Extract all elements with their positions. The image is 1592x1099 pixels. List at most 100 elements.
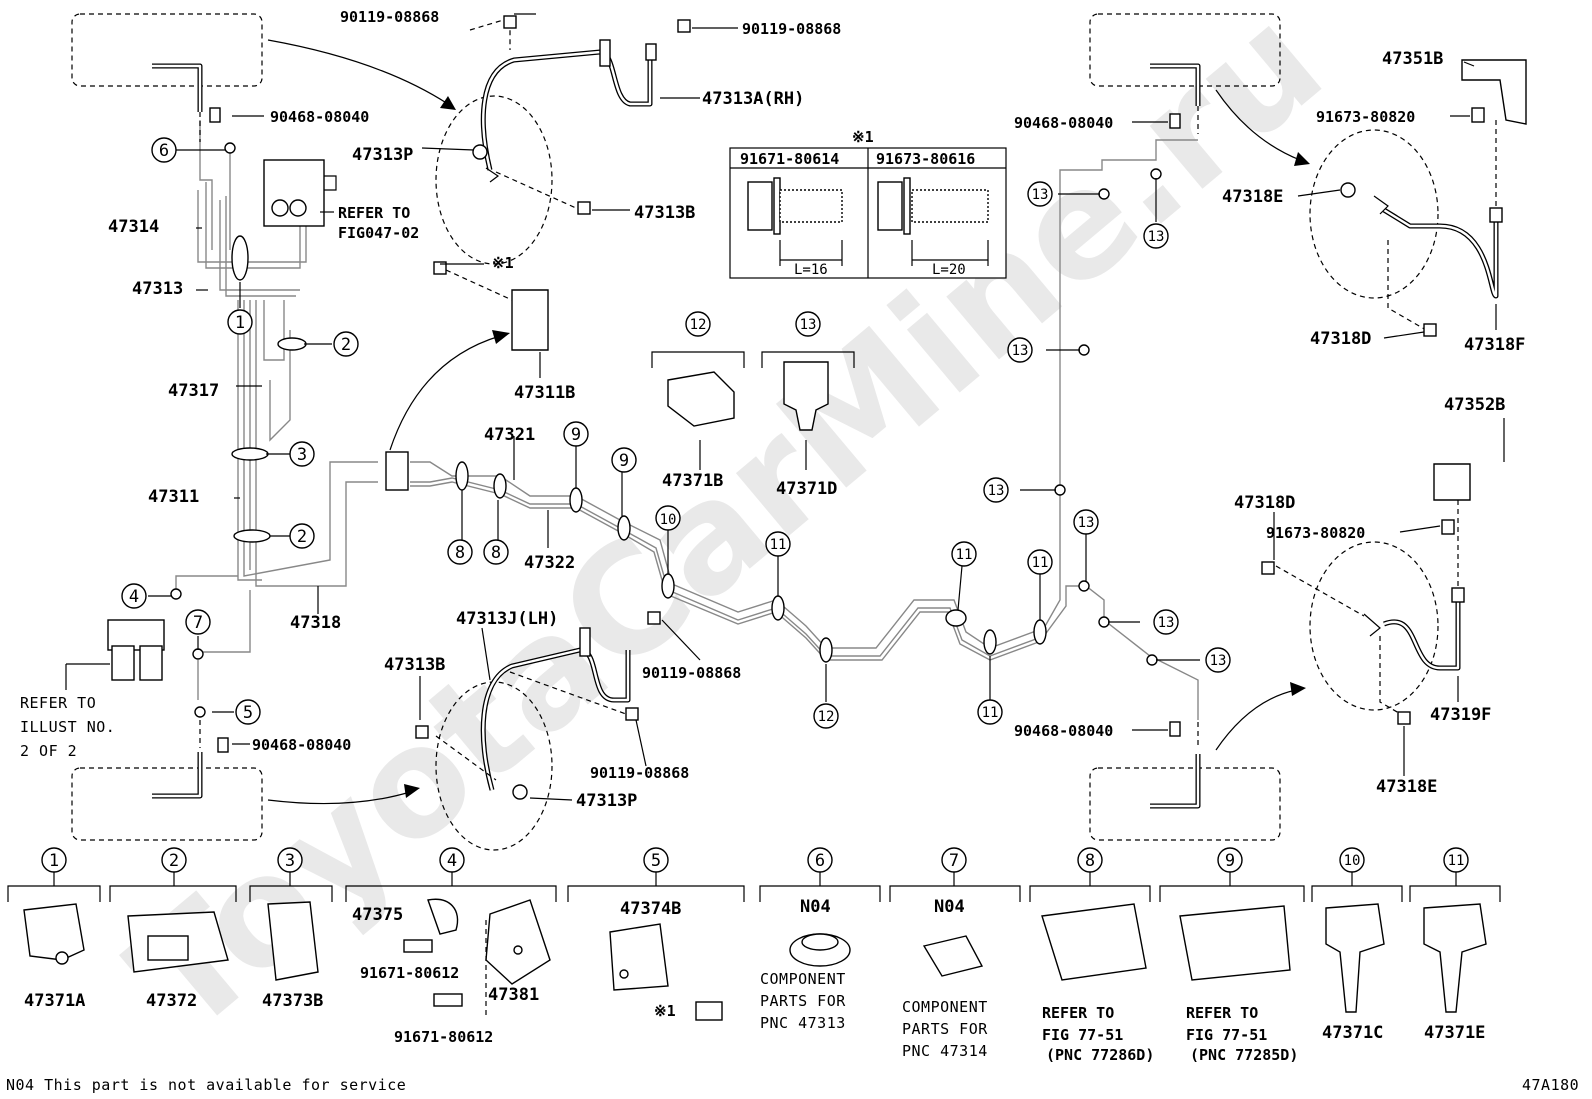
callout-5: 5 [235, 699, 261, 725]
callout-13-header: 13 [795, 311, 821, 337]
legend-47381: 47381 [488, 985, 539, 1005]
label-47313: 47313 [132, 279, 183, 299]
svg-text:13: 13 [1032, 187, 1049, 203]
legend-asterisk: ※1 [654, 1002, 676, 1020]
label-47317: 47317 [168, 381, 219, 401]
front-left-detail-circle [435, 95, 553, 265]
label-47319f: 47319F [1430, 705, 1491, 725]
label-47318d-bottom: 47318D [1234, 493, 1295, 513]
svg-text:6: 6 [815, 851, 825, 871]
legend-47371c: 47371C [1322, 1023, 1383, 1043]
label-47318f: 47318F [1464, 335, 1525, 355]
label-47371b: 47371B [662, 471, 723, 491]
legend-47371a: 47371A [24, 991, 85, 1011]
bolt-label-top-2: 90119-08868 [742, 20, 841, 38]
label-47322: 47322 [524, 553, 575, 573]
legend-7-note-1: COMPONENT [902, 998, 988, 1016]
legend-9-note-2: FIG 77-51 [1186, 1026, 1267, 1044]
legend-num-9: 9 [1217, 847, 1243, 873]
legend-num-8: 8 [1077, 847, 1103, 873]
rear-right-detail-circle [1309, 541, 1439, 711]
label-47311b: 47311B [514, 383, 575, 403]
callout-11d: 11 [1027, 549, 1053, 575]
legend-91671-a: 91671-80612 [360, 964, 459, 982]
svg-text:13: 13 [1148, 229, 1165, 245]
front-right-detail-circle [1309, 129, 1439, 299]
callout-10: 10 [655, 505, 681, 531]
front-right-wheel-box [1089, 13, 1281, 87]
refer-illust-line2: ILLUST NO. [20, 718, 115, 736]
label-47311: 47311 [148, 487, 199, 507]
svg-text:7: 7 [193, 613, 203, 633]
svg-text:9: 9 [1225, 851, 1235, 871]
bolt-label-top-1: 90119-08868 [340, 8, 439, 26]
callout-13g: 13 [1205, 647, 1231, 673]
callout-13b: 13 [1143, 223, 1169, 249]
svg-text:11: 11 [1448, 853, 1465, 869]
callout-2b: 2 [289, 523, 315, 549]
label-47318e-top: 47318E [1222, 187, 1283, 207]
svg-text:1: 1 [49, 851, 59, 871]
callout-2a: 2 [333, 331, 359, 357]
svg-text:8: 8 [491, 543, 501, 563]
callout-13e: 13 [1073, 509, 1099, 535]
callout-4: 4 [121, 583, 147, 609]
svg-text:4: 4 [129, 587, 139, 607]
legend-num-3: 3 [277, 847, 303, 873]
legend-6-code: N04 [800, 897, 831, 917]
callout-13a: 13 [1027, 181, 1053, 207]
svg-text:6: 6 [159, 141, 169, 161]
svg-text:8: 8 [1085, 851, 1095, 871]
callout-9a: 9 [563, 421, 589, 447]
svg-text:8: 8 [455, 543, 465, 563]
callout-9b: 9 [611, 447, 637, 473]
clip-label-left-top: 90468-08040 [270, 108, 369, 126]
label-47352b: 47352B [1444, 395, 1505, 415]
legend-num-1: 1 [41, 847, 67, 873]
callout-13d: 13 [983, 477, 1009, 503]
svg-text:9: 9 [571, 425, 581, 445]
bolt-table-left-len: L=16 [794, 262, 828, 278]
bolt-label-right-1: 91673-80820 [1316, 108, 1415, 126]
label-47351b: 47351B [1382, 49, 1443, 69]
svg-text:12: 12 [690, 317, 707, 333]
bolt-table-right-pn: 91673-80616 [876, 150, 975, 168]
clip-label-right-bottom: 90468-08040 [1014, 722, 1113, 740]
svg-text:5: 5 [651, 851, 661, 871]
legend-7-note-3: PNC 47314 [902, 1042, 988, 1060]
svg-text:13: 13 [1012, 343, 1029, 359]
legend-num-10: 10 [1339, 847, 1365, 873]
rear-right-wheel-box [1089, 767, 1281, 841]
legend-num-7: 7 [941, 847, 967, 873]
diagram-code: 47A180 [1522, 1076, 1579, 1094]
svg-text:9: 9 [619, 451, 629, 471]
callout-8b: 8 [483, 539, 509, 565]
callout-13f: 13 [1153, 609, 1179, 635]
legend-num-5: 5 [643, 847, 669, 873]
bolt-label-bottom-2: 90119-08868 [590, 764, 689, 782]
svg-text:2: 2 [297, 527, 307, 547]
callout-8a: 8 [447, 539, 473, 565]
legend-num-11: 11 [1443, 847, 1469, 873]
legend-7-code: N04 [934, 897, 965, 917]
svg-text:11: 11 [770, 537, 787, 553]
legend-6-note-1: COMPONENT [760, 970, 846, 988]
legend-91671-b: 91671-80612 [394, 1028, 493, 1046]
bolt-label-right-2: 91673-80820 [1266, 524, 1365, 542]
label-47313b-bottom: 47313B [384, 655, 445, 675]
flex-hose-47313a-label: 47313A(RH) [702, 89, 804, 109]
legend-6-note-3: PNC 47313 [760, 1014, 846, 1032]
svg-text:4: 4 [447, 851, 457, 871]
callout-12a: 12 [813, 703, 839, 729]
legend-47375: 47375 [352, 905, 403, 925]
clip-label-right-top: 90468-08040 [1014, 114, 1113, 132]
refer-fig-line1: REFER TO [338, 204, 410, 222]
refer-illust-line1: REFER TO [20, 694, 96, 712]
svg-text:3: 3 [297, 445, 307, 465]
label-47371d: 47371D [776, 479, 837, 499]
label-47321: 47321 [484, 425, 535, 445]
label-47318d-top: 47318D [1310, 329, 1371, 349]
callout-3: 3 [289, 441, 315, 467]
svg-text:13: 13 [1210, 653, 1227, 669]
